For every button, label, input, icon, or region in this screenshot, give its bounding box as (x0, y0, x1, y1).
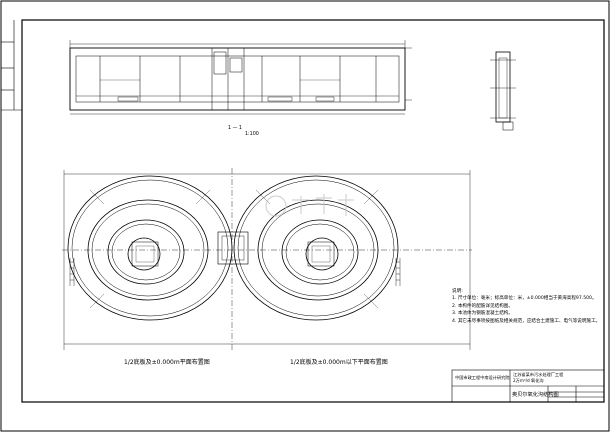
left-ditch (67, 175, 233, 321)
title-block-institute: 中国市政工程中南设计研究院 (455, 375, 510, 380)
watermark-logo (265, 194, 354, 217)
wall-detail (490, 51, 516, 131)
notes-line: 4. 其它未尽事项按图纸及相关规范，应结合土建施工、电气等说明施工。 (452, 318, 601, 324)
inner-frame (21, 19, 605, 403)
notes-block: 说明: 1. 尺寸单位：毫米；标高单位：米，±0.000相当于黄海高程97.50… (452, 288, 600, 325)
title-block-project-2: 2万m³/d 氧化沟 (513, 378, 544, 383)
title-block (451, 369, 605, 403)
section-1-1 (69, 40, 412, 115)
plan-right-caption: 1/2底板及±0.000m以下平面布置图 (290, 359, 388, 366)
oxidation-ditch-plan (62, 168, 472, 352)
notes-line: 1. 尺寸单位：毫米；标高单位：米，±0.000相当于黄海高程97.500。 (452, 296, 597, 302)
section-label: 1 — 1 (228, 126, 242, 131)
title-block-project-1: 江苏省某市污水处理厂工程 (513, 372, 564, 377)
notes-line: 2. 本构件的配筋详见结构图。 (452, 303, 513, 309)
plan-left-caption: 1/2底板及±0.000m平面布置图 (124, 359, 210, 366)
section-scale: 1:100 (245, 132, 259, 137)
right-ditch (233, 175, 399, 321)
title-block-drawing-name: 奥贝尔氧化沟结构图 (512, 392, 559, 398)
notes-line: 3. 本池体为钢筋混凝土结构。 (452, 311, 513, 317)
binding-strip (1, 20, 22, 111)
notes-title: 说明: (452, 289, 463, 294)
